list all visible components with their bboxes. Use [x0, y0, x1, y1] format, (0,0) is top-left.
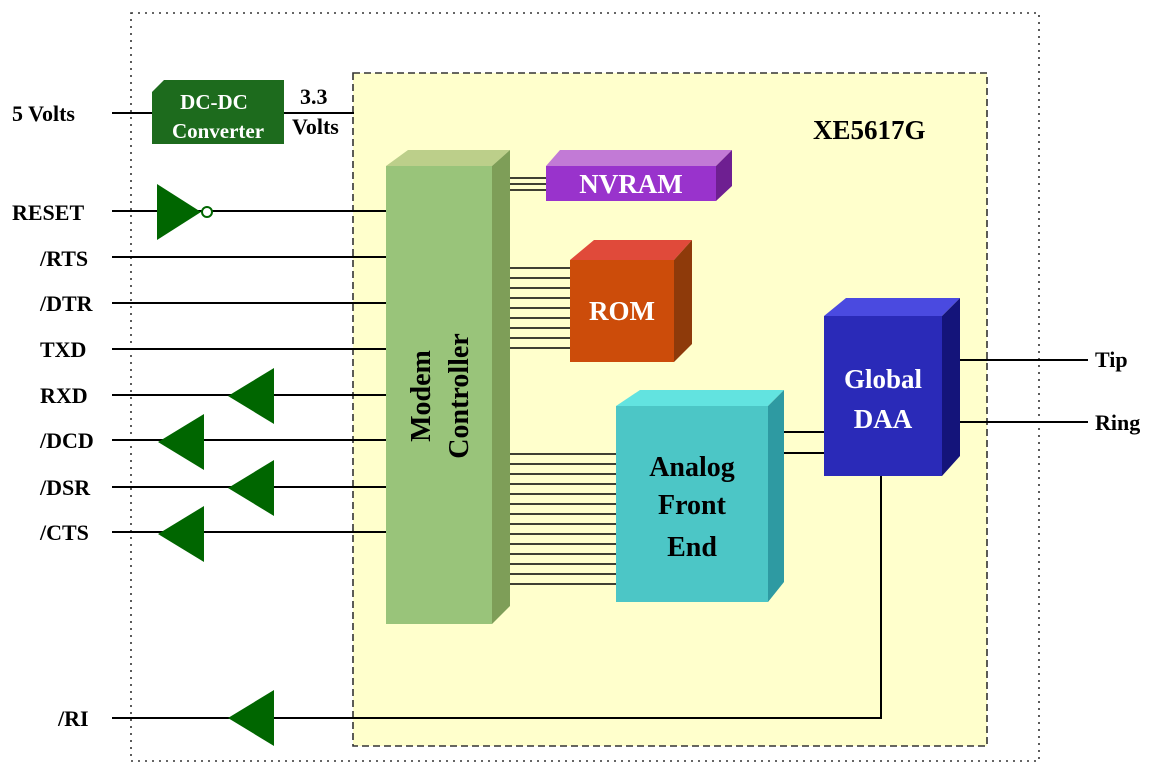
- nvram-bus: [510, 177, 548, 191]
- afe-label-line1: Analog: [649, 452, 735, 483]
- rxd-buffer: [228, 368, 274, 424]
- pin-dtr-label: /DTR: [39, 291, 94, 316]
- controller-top-face: [386, 150, 510, 166]
- power-output-line2: Volts: [292, 114, 339, 139]
- nvram-top-face: [546, 150, 732, 166]
- controller-label-line2: Controller: [444, 333, 475, 458]
- dsr-buffer: [228, 460, 274, 516]
- nvram-block: [546, 166, 716, 201]
- dcd-buffer: [158, 414, 204, 470]
- pin-tip-label: Tip: [1095, 347, 1128, 372]
- rom-side-face: [674, 240, 692, 362]
- controller-side-face: [492, 150, 510, 624]
- cts-buffer: [158, 506, 204, 562]
- afe-label-line3: End: [667, 532, 717, 563]
- pin-rts-label: /RTS: [39, 246, 88, 271]
- rom-bus: [510, 267, 572, 349]
- pin-cts-label: /CTS: [39, 520, 89, 545]
- chip-name: XE5617G: [813, 115, 926, 145]
- pin-txd-label: TXD: [40, 337, 86, 362]
- afe-top-face: [616, 390, 784, 406]
- pin-dcd-label: /DCD: [39, 428, 94, 453]
- pin-reset-label: RESET: [12, 200, 84, 225]
- converter-label-line1: DC-DC: [180, 90, 248, 114]
- converter-label-line2: Converter: [172, 119, 264, 143]
- rom-block: [570, 260, 674, 362]
- pin-dsr-label: /DSR: [39, 475, 91, 500]
- rom-top-face: [570, 240, 692, 260]
- power-input-label: 5 Volts: [12, 101, 75, 126]
- nvram-label: NVRAM: [579, 169, 682, 199]
- modem-controller: [386, 166, 492, 624]
- daa-label-line1: Global: [844, 364, 923, 394]
- pin-ring-label: Ring: [1095, 410, 1140, 435]
- pin-ri-label: /RI: [57, 706, 89, 731]
- power-output-line1: 3.3: [300, 84, 328, 109]
- daa-side-face: [942, 298, 960, 476]
- rom-label: ROM: [589, 296, 655, 326]
- afe-block: [616, 406, 768, 602]
- afe-side-face: [768, 390, 784, 602]
- nvram-side-face: [716, 150, 732, 201]
- ri-buffer: [228, 690, 274, 746]
- controller-label-line1: Modem: [406, 350, 437, 442]
- daa-top-face: [824, 298, 960, 316]
- wire-ri: [112, 476, 882, 719]
- pin-rxd-label: RXD: [40, 383, 88, 408]
- dc-dc-converter: [152, 80, 284, 144]
- afe-bus: [510, 453, 616, 585]
- afe-label-line2: Front: [658, 490, 727, 521]
- daa-label-line2: DAA: [854, 404, 913, 434]
- global-daa-block: [824, 316, 942, 476]
- board-boundary: [130, 12, 1040, 762]
- reset-inverter: [157, 184, 201, 240]
- reset-inverter-bubble: [201, 206, 213, 218]
